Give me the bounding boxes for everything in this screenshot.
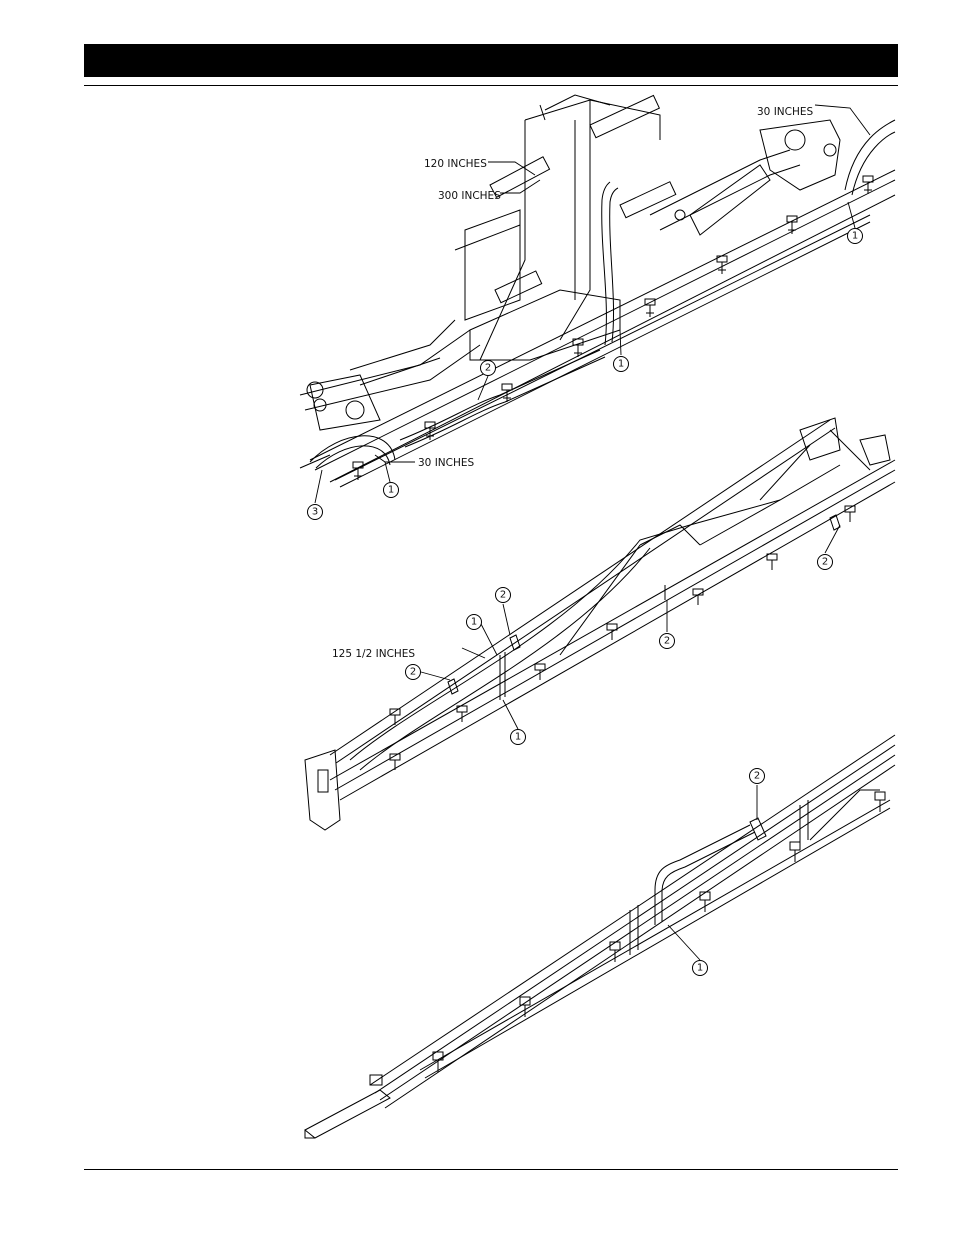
truss-section-drawing: [305, 418, 895, 830]
callout-1: 1: [515, 732, 521, 743]
callout-1: 1: [852, 231, 858, 242]
callout-2: 2: [485, 363, 491, 374]
dim-label-300: 300 INCHES: [438, 190, 501, 202]
callout-2: 2: [822, 557, 828, 568]
dim-label-120: 120 INCHES: [424, 158, 487, 170]
leader-lines: [315, 105, 870, 960]
callout-1: 1: [697, 963, 703, 974]
callout-1: 1: [618, 359, 624, 370]
callout-2: 2: [754, 771, 760, 782]
callout-1: 1: [471, 617, 477, 628]
outer-wing-drawing: [305, 735, 895, 1138]
callout-3: 3: [312, 507, 318, 518]
callout-1: 1: [388, 485, 394, 496]
callout-2: 2: [664, 636, 670, 647]
dim-label-30-top: 30 INCHES: [757, 106, 814, 118]
dim-label-125: 125 1/2 INCHES: [332, 648, 415, 660]
callout-2: 2: [410, 667, 416, 678]
dim-label-30-left: 30 INCHES: [418, 457, 475, 469]
callout-2: 2: [500, 590, 506, 601]
footer-rule: [84, 1169, 898, 1170]
